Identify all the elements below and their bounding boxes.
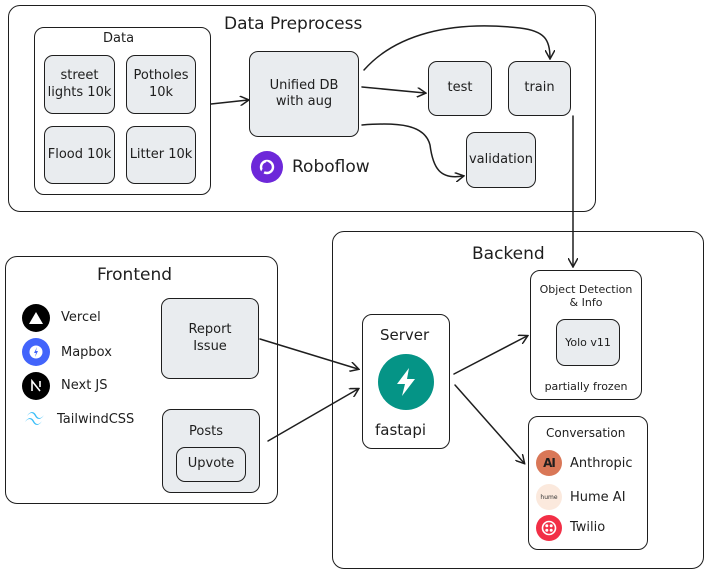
- data-group-title: Data: [103, 31, 135, 46]
- data-preprocess-title: Data Preprocess: [224, 14, 363, 34]
- partially-frozen-label: partially frozen: [544, 380, 628, 393]
- split-train-label: train: [524, 80, 555, 96]
- posts-label: Posts: [189, 424, 223, 439]
- mapbox-icon: [22, 338, 50, 366]
- arrow-unified-to-test: [361, 86, 425, 93]
- fastapi-label: fastapi: [375, 421, 427, 439]
- split-test-label: test: [447, 80, 473, 96]
- unified-db-label: Unified DB with aug: [269, 77, 339, 109]
- tailwind-icon: [22, 408, 50, 428]
- roboflow-logo-icon: [251, 151, 283, 183]
- tailwind-label: TailwindCSS: [57, 412, 135, 427]
- arrow-posts-to-server: [267, 389, 358, 442]
- anthropic-icon: AI: [536, 450, 562, 476]
- arrow-report-to-server: [259, 338, 358, 369]
- arrow-server-to-object-detection: [453, 336, 527, 375]
- yolo-label: Yolo v11: [565, 335, 611, 349]
- split-train: train: [508, 61, 571, 116]
- split-validation: validation: [466, 132, 536, 188]
- anthropic-label: Anthropic: [570, 456, 633, 471]
- conversation-label: Conversation: [546, 426, 626, 440]
- upvote-label: Upvote: [187, 456, 235, 472]
- upvote-button[interactable]: Upvote: [176, 447, 246, 482]
- hume-label: Hume AI: [570, 490, 626, 505]
- object-detection-label: Object Detection & Info: [539, 283, 633, 309]
- dataset-potholes-label: Potholes 10k: [133, 68, 189, 100]
- split-test: test: [428, 61, 492, 116]
- backend-title: Backend: [472, 244, 545, 264]
- twilio-label: Twilio: [570, 520, 606, 535]
- dataset-street-lights-label: street lights 10k: [47, 68, 112, 100]
- nextjs-label: Next JS: [61, 378, 108, 393]
- fastapi-icon: [378, 354, 434, 410]
- arrow-server-to-conversation: [454, 384, 524, 463]
- dataset-flood: Flood 10k: [44, 126, 115, 184]
- dataset-litter: Litter 10k: [126, 126, 196, 184]
- unified-db: Unified DB with aug: [249, 51, 359, 137]
- dataset-flood-label: Flood 10k: [47, 146, 112, 162]
- hume-icon: hume: [536, 484, 562, 510]
- dataset-litter-label: Litter 10k: [129, 146, 193, 162]
- hume-logo-text: hume: [540, 493, 558, 501]
- frontend-title: Frontend: [97, 265, 173, 285]
- dataset-potholes: Potholes 10k: [126, 55, 196, 114]
- arrow-unified-to-train: [363, 25, 550, 71]
- arrow-unified-to-validation: [361, 123, 463, 177]
- vercel-icon: [22, 304, 50, 332]
- mapbox-label: Mapbox: [61, 345, 112, 360]
- twilio-icon: [536, 515, 562, 541]
- arrow-data-to-unified: [210, 100, 248, 104]
- nextjs-icon: [22, 372, 50, 400]
- yolo-box: Yolo v11: [556, 319, 620, 366]
- split-validation-label: validation: [468, 151, 533, 167]
- roboflow-label: Roboflow: [292, 157, 370, 177]
- server-label: Server: [380, 326, 430, 344]
- report-issue: Report Issue: [161, 298, 259, 379]
- dataset-street-lights: street lights 10k: [44, 55, 115, 114]
- vercel-label: Vercel: [61, 310, 101, 325]
- report-issue-label: Report Issue: [188, 322, 232, 354]
